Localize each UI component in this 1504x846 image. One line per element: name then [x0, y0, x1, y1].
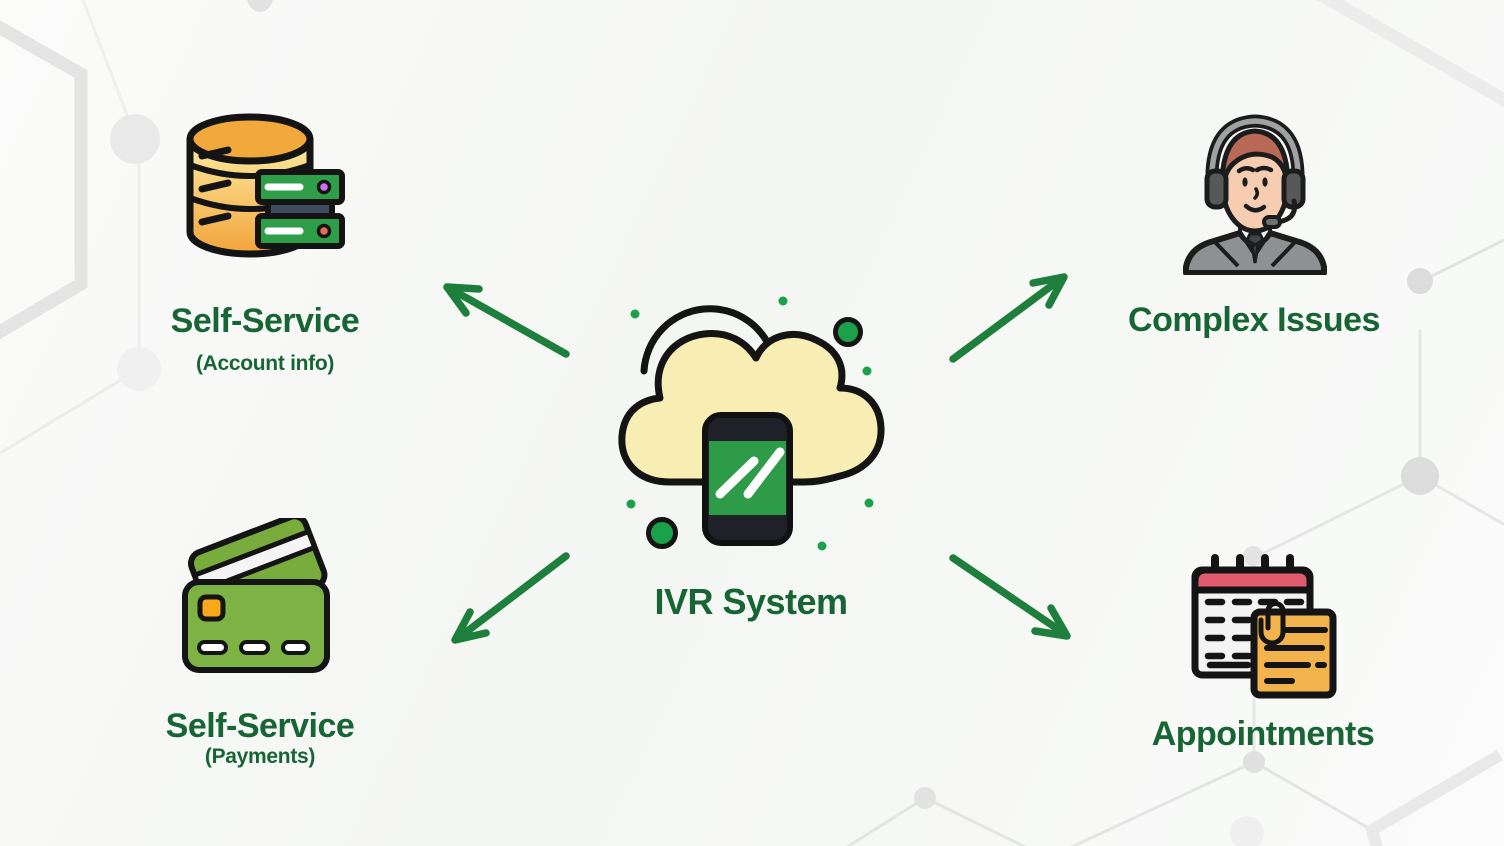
node-label-appointments: Appointments — [1151, 715, 1375, 753]
center-label-ivr-system: IVR System — [654, 581, 848, 622]
arrow-to-top-right — [949, 273, 1068, 363]
node-sublabel-account-info: (Account info) — [195, 352, 335, 375]
arrow-to-bottom-right — [949, 554, 1071, 640]
cloud-phone-icon — [618, 296, 885, 551]
node-label-self-service-payments: Self-Service — [165, 707, 355, 745]
arrow-to-top-left — [443, 283, 570, 358]
node-sublabel-payments: (Payments) — [204, 745, 316, 768]
database-icon — [186, 113, 345, 258]
support-agent-icon — [1183, 114, 1327, 275]
node-label-self-service-account: Self-Service — [170, 302, 360, 340]
credit-card-icon — [182, 518, 330, 673]
calendar-note-icon — [1191, 554, 1337, 699]
arrow-to-bottom-left — [451, 552, 570, 644]
node-label-complex-issues: Complex Issues — [1128, 301, 1380, 339]
